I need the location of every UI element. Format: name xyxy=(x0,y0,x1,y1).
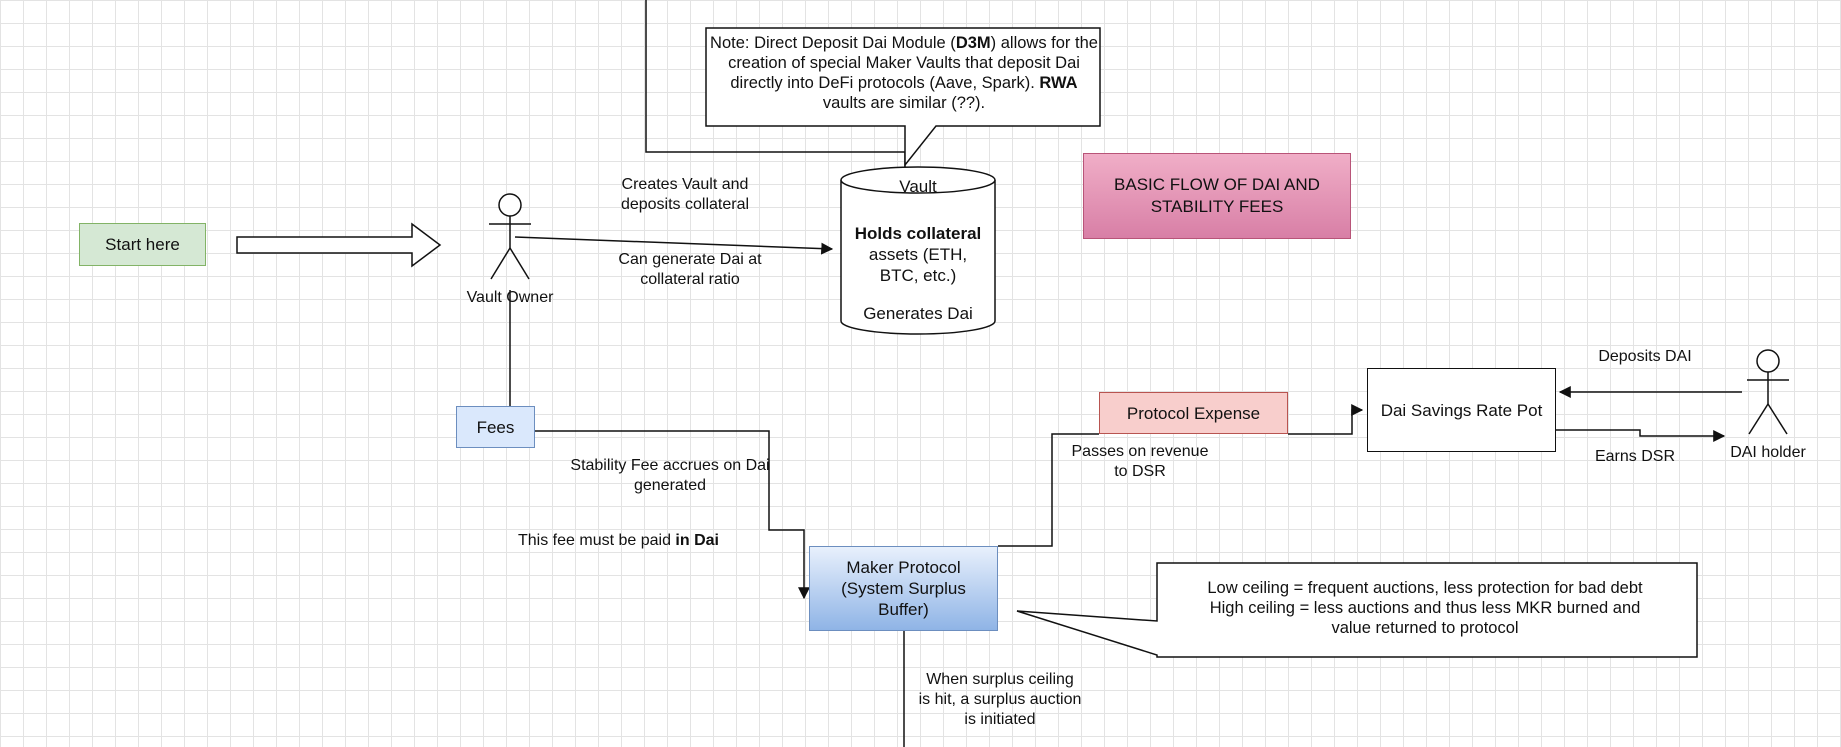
edge-label-deposits-dai: Deposits DAI xyxy=(1598,348,1692,365)
diagram-title-box: BASIC FLOW OF DAI AND STABILITY FEES xyxy=(1083,153,1351,239)
note-ceiling-line2: High ceiling = less auctions and thus le… xyxy=(1209,599,1641,617)
protocol-expense-box[interactable]: Protocol Expense xyxy=(1099,392,1288,434)
edge-label-stability-fee-1: Stability Fee accrues on Dai xyxy=(570,457,770,474)
maker-protocol-line3: Buffer) xyxy=(878,600,929,619)
note-d3m-bold1: D3M xyxy=(955,34,991,52)
note-d3m-text: Note: Direct Deposit Dai Module (D3M) al… xyxy=(708,33,1100,113)
note-d3m-part3: vaults are similar (??). xyxy=(822,94,986,112)
vault-header: Vault xyxy=(899,177,937,196)
dai-holder-figure xyxy=(1747,349,1789,435)
maker-protocol-line1: Maker Protocol xyxy=(846,558,961,577)
edge-label-creates-vault-1: Creates Vault and xyxy=(621,176,749,193)
start-here-label: Start here xyxy=(105,235,180,254)
vault-footer: Generates Dai xyxy=(863,304,973,323)
edge-label-creates-vault-2: deposits collateral xyxy=(620,196,750,213)
edge-label-stability-fee: Stability Fee accrues on Dai generated xyxy=(545,456,795,496)
edge-maker-to-expense xyxy=(998,433,1099,547)
edge-label-fee-paid-prefix: This fee must be paid xyxy=(518,532,676,549)
maker-protocol-line2: (System Surplus xyxy=(841,579,966,598)
fees-label: Fees xyxy=(476,417,515,437)
edge-owner-to-vault xyxy=(514,236,834,255)
vault-cylinder xyxy=(840,166,996,335)
maker-protocol-box[interactable]: Maker Protocol (System Surplus Buffer) xyxy=(809,546,998,631)
edge-label-surplus: When surplus ceiling is hit, a surplus a… xyxy=(900,670,1100,730)
edge-label-fee-paid-bold: in Dai xyxy=(675,532,719,549)
vault-line3: BTC, etc.) xyxy=(879,266,957,285)
edge-label-generate-dai-2: collateral ratio xyxy=(640,271,740,288)
protocol-expense-label: Protocol Expense xyxy=(1126,403,1261,423)
edge-label-fee-paid: This fee must be paid in Dai xyxy=(518,531,758,551)
diagram-title: BASIC FLOW OF DAI AND STABILITY FEES xyxy=(1114,175,1320,216)
dsr-pot-label: Dai Savings Rate Pot xyxy=(1380,400,1543,420)
edge-label-passes-revenue-1: Passes on revenue xyxy=(1071,443,1209,460)
vault-owner-figure xyxy=(489,193,531,280)
edge-label-stability-fee-2: generated xyxy=(633,477,707,494)
edge-label-earns-dsr: Earns DSR xyxy=(1594,448,1676,465)
edge-fees-to-maker xyxy=(535,430,810,600)
dsr-pot-box[interactable]: Dai Savings Rate Pot xyxy=(1367,368,1556,452)
edge-label-surplus-3: is initiated xyxy=(964,711,1036,728)
edge-label-passes-revenue-2: to DSR xyxy=(1114,463,1166,480)
note-ceiling-line1: Low ceiling = frequent auctions, less pr… xyxy=(1207,579,1643,597)
note-d3m-bubble xyxy=(705,27,1101,168)
note-d3m-part2: ) allows for the creation of special Mak… xyxy=(728,34,1098,92)
edge-label-surplus-1: When surplus ceiling xyxy=(926,671,1074,688)
start-here-box[interactable]: Start here xyxy=(79,223,206,266)
note-ceiling-text: Low ceiling = frequent auctions, less pr… xyxy=(1160,578,1690,638)
fees-box[interactable]: Fees xyxy=(456,406,535,448)
edge-label-passes-revenue: Passes on revenue to DSR xyxy=(1055,442,1225,482)
edge-label-generate-dai-1: Can generate Dai at xyxy=(618,251,762,268)
edge-label-creates-vault: Creates Vault and deposits collateral xyxy=(590,175,780,215)
vault-body: Holds collateral assets (ETH, BTC, etc.) xyxy=(840,223,996,286)
note-d3m-part1: Note: Direct Deposit Dai Module ( xyxy=(710,34,956,52)
vault-line2: assets (ETH, xyxy=(868,245,968,264)
vault-bold-line: Holds collateral xyxy=(854,224,982,243)
edge-pot-earns xyxy=(1556,429,1726,442)
note-ceiling-bubble xyxy=(1016,562,1698,658)
vault-owner-label: Vault Owner xyxy=(466,289,554,306)
start-block-arrow xyxy=(236,222,442,268)
edge-expense-to-dsr xyxy=(1288,404,1364,435)
edge-label-surplus-2: is hit, a surplus auction xyxy=(918,691,1082,708)
dai-holder-label: DAI holder xyxy=(1730,444,1806,461)
note-d3m-bold2: RWA xyxy=(1039,74,1078,92)
edge-label-generate-dai: Can generate Dai at collateral ratio xyxy=(600,250,780,290)
note-ceiling-line3: value returned to protocol xyxy=(1331,619,1519,637)
